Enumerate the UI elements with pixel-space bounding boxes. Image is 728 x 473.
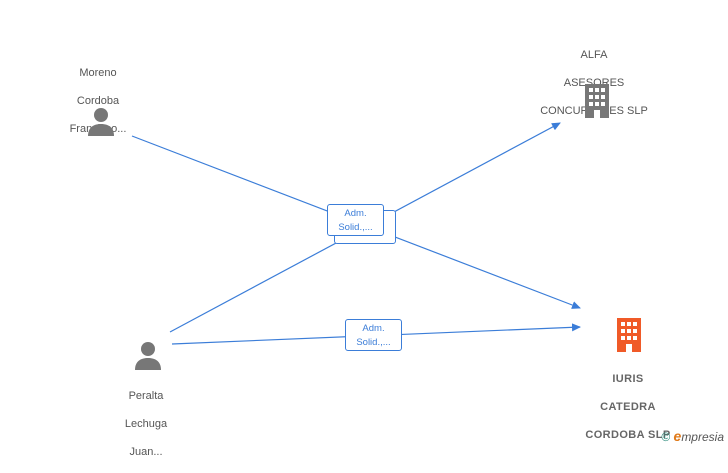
company-name-line: ALFA [580,49,608,61]
relation-role-line: Adm. [362,323,385,334]
person-name-line: Peralta [128,390,164,402]
person-icon[interactable] [133,340,163,370]
company-name-line: CORDOBA SLP [585,429,671,441]
brand-logo-text: mpresia [681,430,724,444]
company-name-line: CATEDRA [600,401,656,413]
relation-role-line: Adm. [344,208,367,219]
copyright-symbol: © [661,430,671,444]
company-name-iuris[interactable]: IURIS CATEDRA CORDOBA SLP [562,358,694,456]
person-name-line: Cordoba [76,95,120,107]
relation-label-upper[interactable]: Adm. Solid.,... [327,204,384,236]
relation-role-line: Solid.,... [356,337,391,348]
person-name-line: Moreno [79,67,117,79]
brand-logo-letter: e [673,428,682,444]
relation-label-lower[interactable]: Adm. Solid.,... [345,319,402,351]
building-icon[interactable] [582,84,612,118]
company-name-line: IURIS [612,373,644,385]
relation-role-line: Solid.,... [338,222,373,233]
person-icon[interactable] [86,106,116,136]
building-icon[interactable] [614,318,644,352]
brand-footer: © empresia [661,428,724,444]
person-name-line: Lechuga [124,418,168,430]
person-name-line: Juan... [129,446,163,458]
person-name-peralta[interactable]: Peralta Lechuga Juan... [98,375,194,473]
company-name-line: ASESORES [563,77,625,89]
